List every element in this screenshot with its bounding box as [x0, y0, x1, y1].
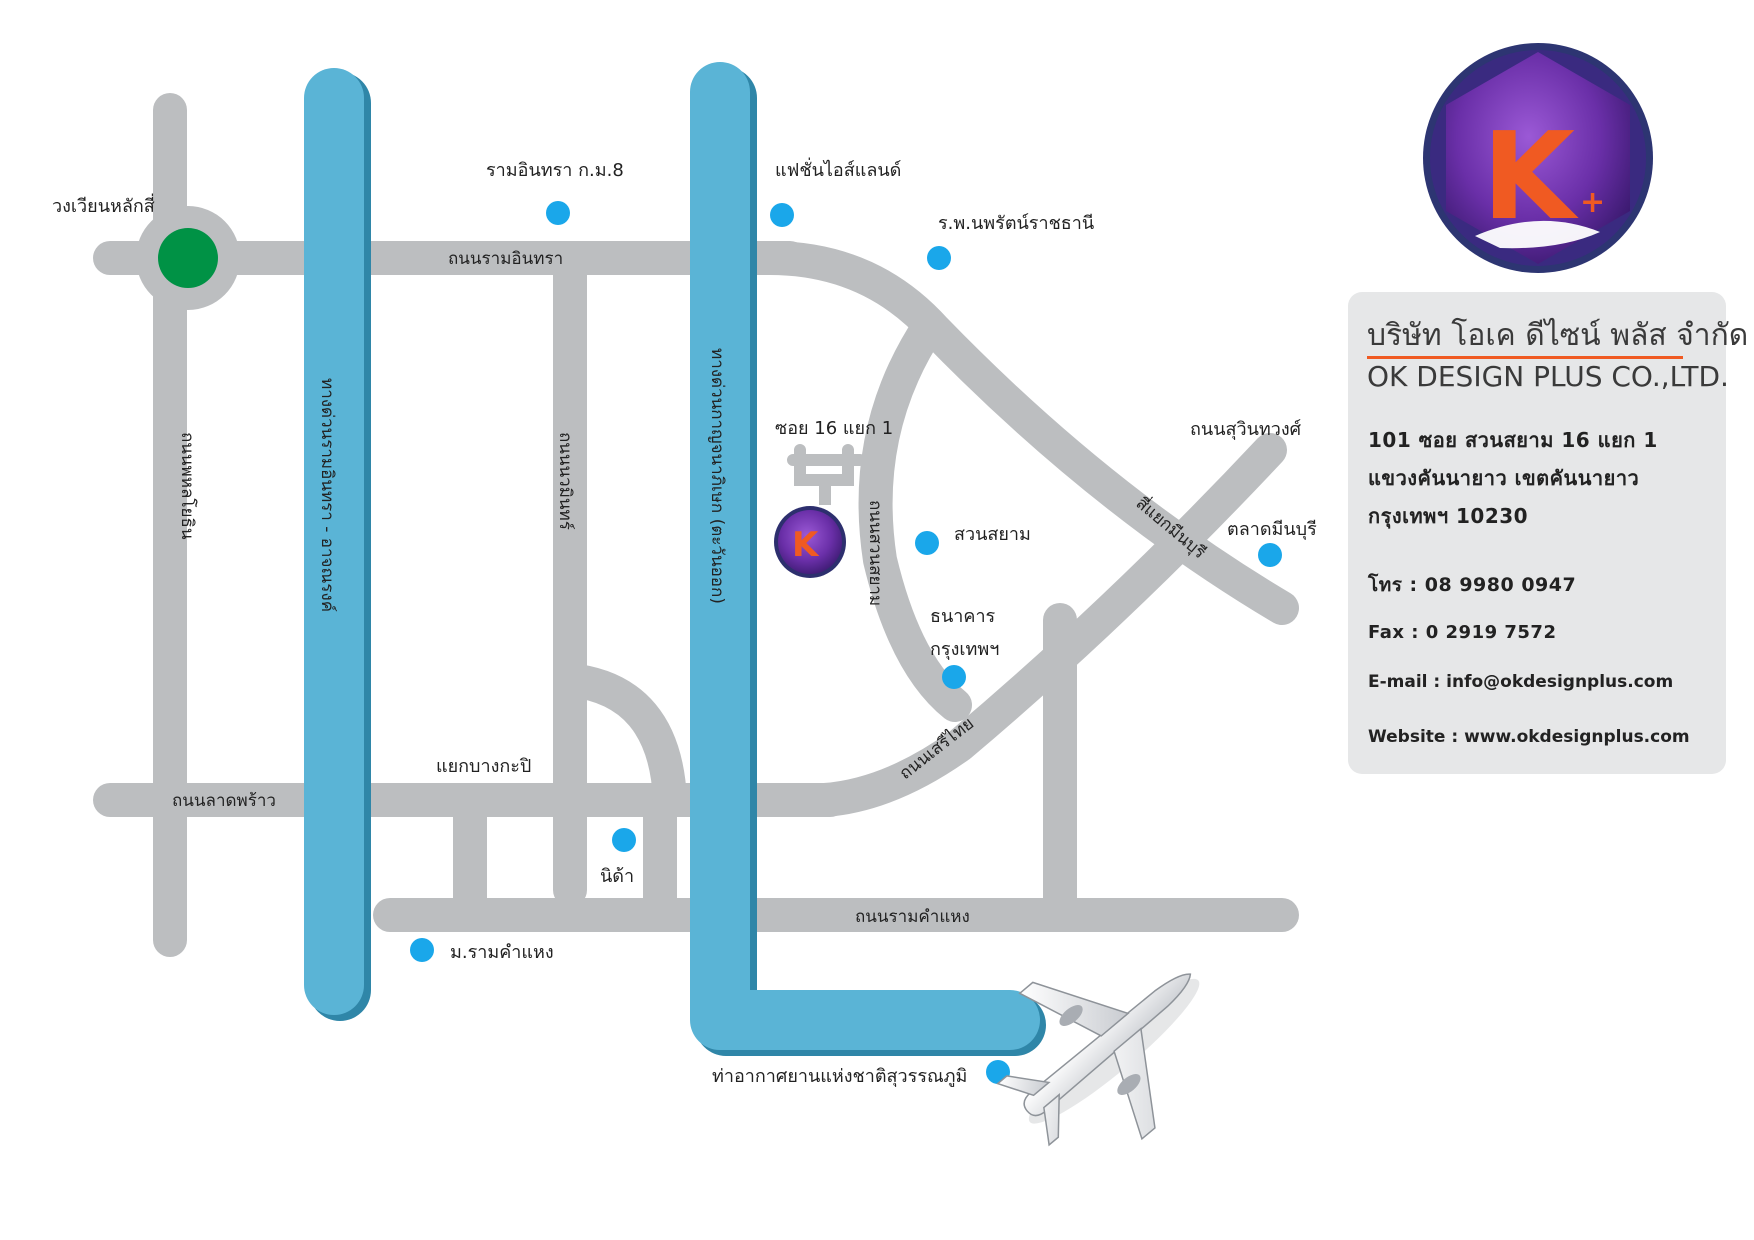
phone-number: โทร : 08 9980 0947: [1368, 574, 1577, 596]
airplane-icon: [996, 973, 1200, 1147]
label-nida: นิด้า: [600, 866, 634, 887]
label-suan-siam: สวนสยาม: [954, 524, 1031, 545]
poi-ramkhamhaeng-univ: [410, 938, 434, 962]
poi-nida: [612, 828, 636, 852]
label-lak-si: วงเวียนหลักสี่: [52, 193, 155, 217]
label-ramkhamhaeng-univ: ม.รามคำแหง: [450, 942, 554, 963]
poi-fashion-island: [770, 203, 794, 227]
logo-letter-k: K: [1482, 108, 1579, 247]
points-of-interest: [410, 201, 1282, 1084]
label-bangkok-bank-2: กรุงเทพฯ: [930, 639, 999, 660]
company-name-underline: [1367, 356, 1683, 359]
label-suwinthawong: ถนนสุวินทวงศ์: [1190, 419, 1302, 440]
company-logo: K +: [1423, 43, 1653, 273]
address-line-2: แขวงคันนายาว เขตคันนายาว: [1368, 466, 1640, 490]
office-marker: K: [774, 506, 846, 578]
expressways: [304, 62, 1046, 1056]
label-bangkok-bank-1: ธนาคาร: [930, 606, 996, 627]
address-line-3: กรุงเทพฯ 10230: [1368, 504, 1529, 528]
fax-number: Fax : 0 2919 7572: [1368, 622, 1557, 643]
label-expressway-1: ทางด่วนรามอินทรา - อาจณรงค์: [317, 378, 337, 612]
poi-ram-intra-km8: [546, 201, 570, 225]
soi-connector: [787, 444, 866, 505]
label-talat-minburi: ตลาดมีนบุรี: [1227, 519, 1317, 540]
label-nawamin: ถนนนวมินทร์: [555, 432, 575, 530]
poi-nopparat: [927, 246, 951, 270]
label-nopparat: ร.พ.นพรัตน์ราชธานี: [938, 213, 1094, 234]
logo-plus: +: [1580, 185, 1605, 220]
label-phahonyothin: ถนนพหลโยธิน: [177, 432, 198, 540]
label-soi16: ซอย 16 แยก 1: [775, 418, 893, 439]
company-name-english: OK DESIGN PLUS CO.,LTD.: [1367, 360, 1729, 393]
address-line-1: 101 ซอย สวนสยาม 16 แยก 1: [1368, 428, 1658, 452]
email-address[interactable]: E-mail : info@okdesignplus.com: [1368, 672, 1674, 692]
label-suan-siam-road: ถนนสวนสยาม: [865, 500, 885, 606]
label-kanchanaphisek: ทางด่วนกาญจนาภิเษก (ตะวันออก): [707, 348, 727, 604]
poi-bangkok-bank: [942, 665, 966, 689]
lak-si-circle: [158, 228, 218, 288]
label-lat-phrao: ถนนลาดพร้าว: [172, 791, 276, 811]
label-airport: ท่าอากาศยานแห่งชาติสุวรรณภูมิ: [712, 1066, 967, 1087]
company-name-thai: บริษัท โอเค ดีไซน์ พลัส จำกัด: [1367, 318, 1749, 353]
label-ram-intra-km8: รามอินทรา ก.ม.8: [486, 160, 624, 181]
label-ram-intra: ถนนรามอินทรา: [448, 249, 563, 269]
website-link[interactable]: Website : www.okdesignplus.com: [1368, 727, 1690, 747]
office-marker-letter: K: [792, 525, 820, 565]
label-ramkhamhaeng: ถนนรามคำแหง: [855, 907, 970, 927]
poi-suan-siam: [915, 531, 939, 555]
company-info-panel: บริษัท โอเค ดีไซน์ พลัส จำกัด OK DESIGN …: [1348, 292, 1748, 774]
poi-talat-minburi: [1258, 543, 1282, 567]
label-yaek-bangkapi: แยกบางกะปิ: [436, 756, 531, 777]
label-fashion-island: แฟชั่นไอส์แลนด์: [775, 157, 901, 181]
